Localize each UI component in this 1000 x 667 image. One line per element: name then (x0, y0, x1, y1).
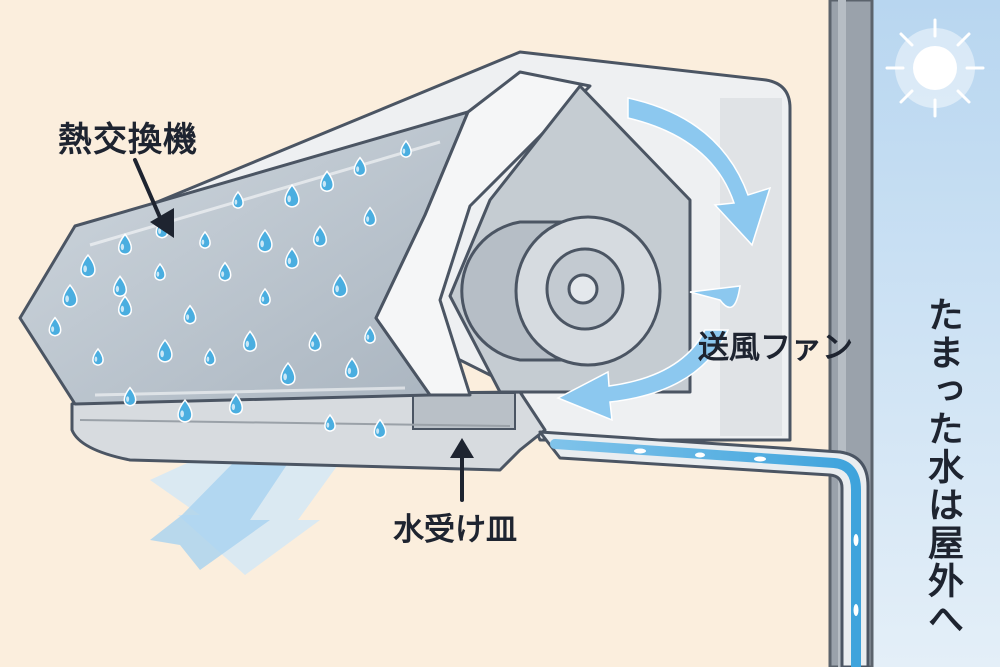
pointer-arrow-icon (450, 438, 474, 502)
heat-exchanger-label: 熱交換機 (58, 120, 198, 160)
fan-label: 送風ファン (698, 330, 853, 366)
sun-icon (885, 18, 985, 118)
airflow-arrow-icon (556, 97, 772, 422)
drain-tray-label: 水受け皿 (393, 512, 517, 548)
drain-hose (538, 430, 870, 667)
fan-drum (460, 215, 662, 367)
water-drops (48, 139, 412, 439)
drain-outdoor-label: たまった水は屋外へ (922, 296, 963, 638)
airflow-arrow-icon (150, 460, 290, 570)
pointer-arrow-icon (133, 158, 174, 238)
